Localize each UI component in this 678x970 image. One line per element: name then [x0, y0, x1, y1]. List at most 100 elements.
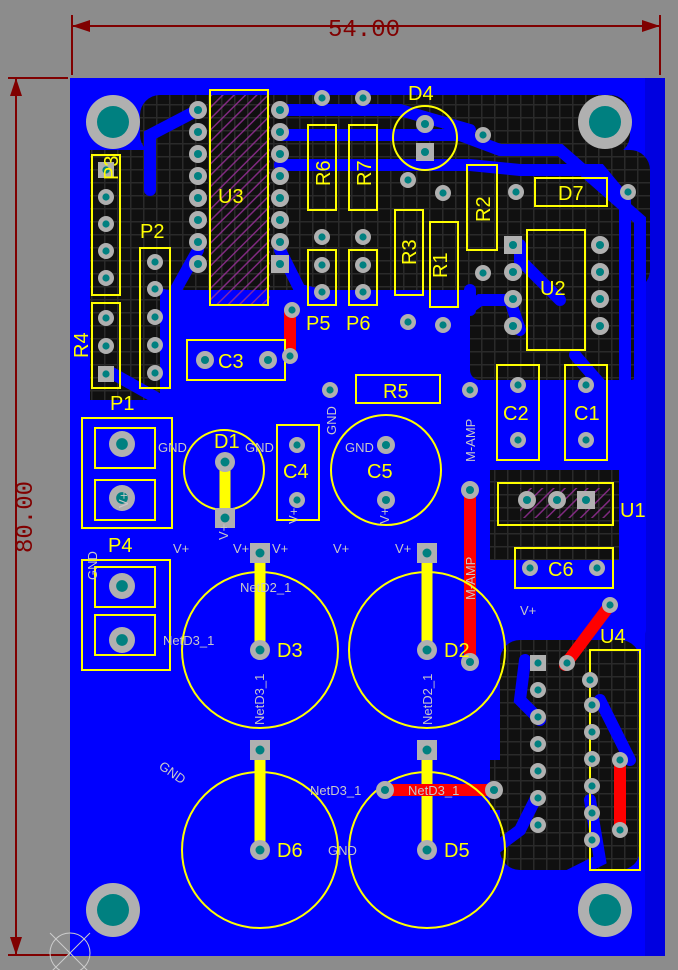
- pad-drill: [404, 176, 412, 184]
- label-u3: U3: [218, 186, 244, 208]
- pad-drill: [151, 313, 159, 321]
- label-p3: P3: [101, 156, 123, 180]
- pad-drill: [193, 259, 203, 269]
- pad-drill: [275, 149, 285, 159]
- pad-drill: [255, 845, 265, 855]
- pad-drill: [588, 809, 596, 817]
- net-vplus: V+: [233, 541, 249, 556]
- pad-drill: [193, 237, 203, 247]
- pad-drill: [381, 440, 391, 450]
- pad-drill: [326, 386, 334, 394]
- label-p4: P4: [108, 535, 132, 557]
- label-u2: U2: [540, 278, 566, 300]
- net-vplus: V+: [173, 541, 189, 556]
- label-p1: P1: [110, 393, 134, 415]
- pad-drill: [275, 171, 285, 181]
- pad-drill: [288, 306, 296, 314]
- pad-drill: [595, 321, 605, 331]
- pad-drill: [102, 166, 110, 174]
- net-gnd: GND: [345, 440, 374, 455]
- pad-drill: [275, 237, 285, 247]
- net-vplus: V+: [272, 541, 288, 556]
- pad-drill: [193, 215, 203, 225]
- pad-drill: [151, 341, 159, 349]
- label-c2: C2: [503, 403, 529, 425]
- pad-drill: [534, 686, 542, 694]
- pad-drill: [263, 355, 273, 365]
- pad-drill: [151, 369, 159, 377]
- label-d6: D6: [277, 840, 303, 862]
- pad-drill: [534, 659, 542, 667]
- pad-drill: [466, 386, 474, 394]
- net-mamp: M-AMP: [463, 419, 478, 462]
- net-vplus: V+: [395, 541, 411, 556]
- designator-labels: U3 U2 U1 U4 R1 R2 R3 R4 R5 R6 R7 D1 D2 D…: [71, 83, 646, 862]
- net-vplus: V+: [286, 508, 301, 524]
- pad-drill: [102, 370, 110, 378]
- pad-drill: [593, 564, 601, 572]
- mounting-holes: [86, 95, 632, 937]
- pad-drill: [116, 492, 128, 504]
- pad-drill: [616, 826, 624, 834]
- pad-drill: [381, 495, 391, 505]
- pad-drill: [102, 193, 110, 201]
- net-netd3: NetD3_1: [252, 674, 267, 725]
- label-r7: R7: [354, 160, 376, 186]
- pad-drill: [534, 713, 542, 721]
- pads: [98, 90, 636, 860]
- label-c6: C6: [548, 559, 574, 581]
- dimension-height: 80.00: [13, 481, 40, 553]
- pad-drill: [193, 149, 203, 159]
- pad-drill: [318, 233, 326, 241]
- label-r1: R1: [430, 252, 452, 278]
- pad-drill: [439, 189, 447, 197]
- pad-drill: [255, 645, 265, 655]
- pad-drill: [465, 485, 475, 495]
- pad-drill: [522, 495, 532, 505]
- pad-drill: [595, 294, 605, 304]
- pad-drill: [420, 147, 430, 157]
- pad-drill: [508, 321, 518, 331]
- pad-drill: [588, 701, 596, 709]
- pad-drill: [102, 314, 110, 322]
- pad-drill: [582, 381, 590, 389]
- pad-drill: [508, 294, 518, 304]
- label-c4: C4: [283, 461, 309, 483]
- pad-drill: [534, 767, 542, 775]
- pad-drill: [286, 352, 294, 360]
- pad-drill: [586, 676, 594, 684]
- pad-drill: [293, 496, 301, 504]
- power-traces: [219, 458, 433, 856]
- pad-drill: [151, 258, 159, 266]
- pad-drill: [526, 564, 534, 572]
- pad-drill: [588, 836, 596, 844]
- pad-drill: [193, 105, 203, 115]
- pad-drill: [193, 127, 203, 137]
- label-u4: U4: [600, 626, 626, 648]
- net-gnd: GND: [85, 551, 100, 580]
- pad-drill: [116, 580, 128, 592]
- pad-drill: [275, 105, 285, 115]
- pad-drill: [563, 659, 571, 667]
- label-d4: D4: [408, 83, 434, 105]
- net-netd3: NetD3_1: [163, 633, 214, 648]
- pad-drill: [420, 119, 430, 129]
- label-d1: D1: [214, 431, 240, 453]
- pad-drill: [193, 193, 203, 203]
- pad-drill: [422, 745, 432, 755]
- pad-drill: [200, 355, 210, 365]
- pad-drill: [422, 845, 432, 855]
- pad-drill: [359, 94, 367, 102]
- net-vplus: V+: [377, 508, 392, 524]
- pad-drill: [255, 548, 265, 558]
- dimension-lines: [8, 15, 661, 956]
- pad-drill: [404, 318, 412, 326]
- net-labels: GND GND GND GND GND GND GND V+ V+ V+ V+ …: [85, 406, 536, 858]
- pad-drill: [534, 740, 542, 748]
- pad-drill: [581, 495, 591, 505]
- pad-drill: [275, 193, 285, 203]
- u3-hatch: [210, 95, 270, 305]
- pad-drill: [275, 127, 285, 137]
- label-p2: P2: [140, 221, 164, 243]
